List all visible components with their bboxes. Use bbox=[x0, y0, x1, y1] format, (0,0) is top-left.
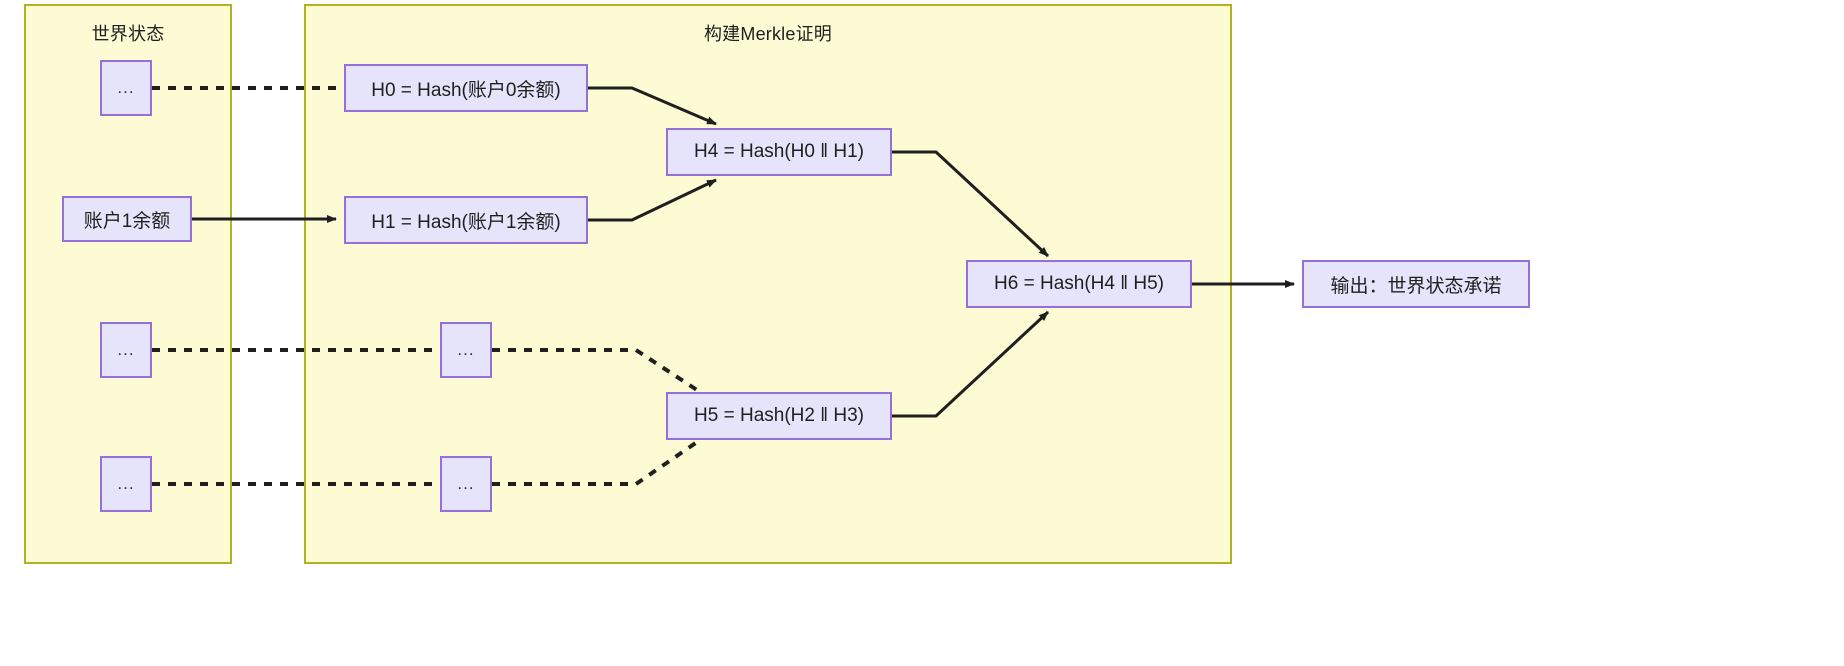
group-world-state-title: 世界状态 bbox=[91, 24, 165, 44]
node-world-state-ellipsis-1: ... bbox=[100, 60, 152, 116]
node-h5: H5 = Hash(H2 ‖ H3) bbox=[666, 392, 892, 440]
node-output-commitment: 输出：世界状态承诺 bbox=[1302, 260, 1530, 308]
node-h0: H0 = Hash(账户0余额) bbox=[344, 64, 588, 112]
node-world-state-ellipsis-3: ... bbox=[100, 456, 152, 512]
node-h4: H4 = Hash(H0 ‖ H1) bbox=[666, 128, 892, 176]
node-account1-balance: 账户1余额 bbox=[62, 196, 192, 242]
node-merkle-ellipsis-2: ... bbox=[440, 456, 492, 512]
node-h1: H1 = Hash(账户1余额) bbox=[344, 196, 588, 244]
node-merkle-ellipsis-1: ... bbox=[440, 322, 492, 378]
group-merkle-proof-title: 构建Merkle证明 bbox=[703, 24, 832, 44]
node-world-state-ellipsis-2: ... bbox=[100, 322, 152, 378]
node-h6: H6 = Hash(H4 ‖ H5) bbox=[966, 260, 1192, 308]
